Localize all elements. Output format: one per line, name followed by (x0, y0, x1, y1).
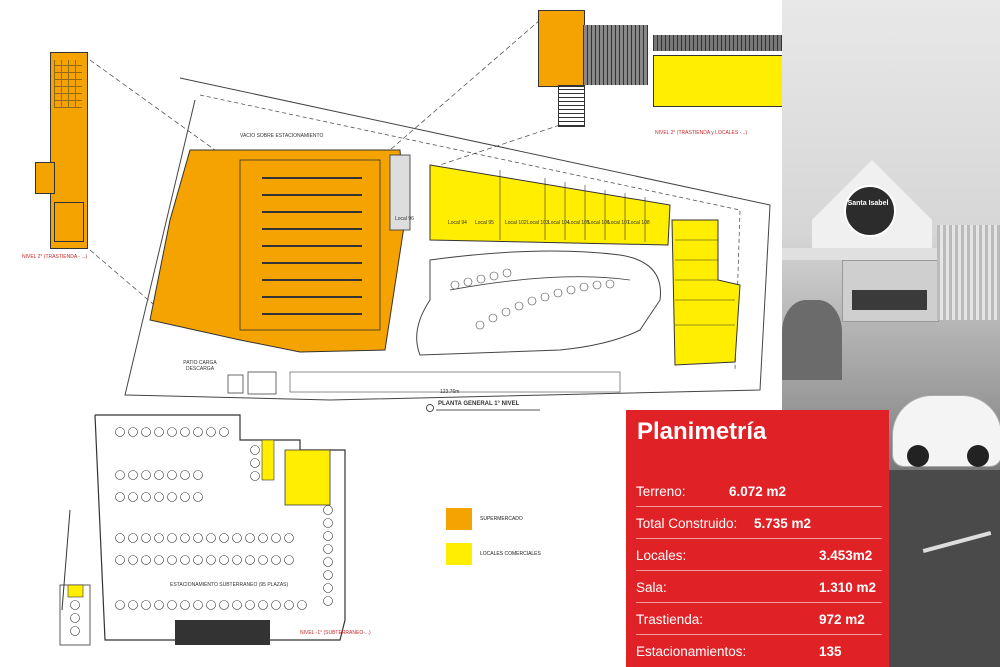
stat-row-sala: Sala: 1.310 m2 (636, 572, 882, 603)
stat-label: Terreno: (636, 484, 686, 499)
stat-row-locales: Locales: 3.453m2 (636, 540, 882, 571)
stat-label: Estacionamientos: (636, 644, 747, 659)
stat-row-total-construido: Total Construido: 5.735 m2 (636, 508, 882, 539)
dimension-label: 123.76m (440, 389, 460, 395)
legend-supermercado-label: SUPERMERCADO (480, 516, 523, 522)
nivel2-top-caption: NIVEL 2° (TRASTIENDA y LOCALES -...) (655, 130, 748, 136)
stat-label: Trastienda: (636, 612, 704, 627)
stat-value: 3.453m2 (819, 548, 873, 563)
nivel2-left-plan (30, 52, 90, 252)
local-label-7: Local 106 (588, 220, 610, 226)
stat-value: 1.310 m2 (819, 580, 877, 595)
local-label-3: Local 102 (505, 220, 527, 226)
local-label-4: Local 103 (527, 220, 549, 226)
nivel2-top-plan (538, 10, 784, 130)
stat-value: 972 m2 (819, 612, 865, 627)
legend-locales-swatch (446, 543, 472, 565)
supermercado-block (149, 149, 406, 353)
local-label-6: Local 105 (568, 220, 590, 226)
main-site-plan (89, 19, 771, 412)
panel-title: Planimetría (637, 418, 767, 445)
stat-value: 5.735 m2 (754, 516, 812, 531)
nivel2-left-caption: NIVEL 2° (TRASTIENDA - ...) (22, 254, 88, 260)
basement-parking-plan (59, 414, 346, 646)
stat-label: Locales: (636, 548, 687, 563)
basement-parking-label: ESTACIONAMIENTO SUBTERRANEO (95 PLAZAS) (170, 582, 289, 588)
locales-block (429, 164, 671, 246)
main-plan-title: PLANTA GENERAL 1° NIVEL (438, 401, 520, 407)
stat-value: 135 (819, 644, 842, 659)
basement-nivel-caption: NIVEL -1° (SUBTERRANEO-...) (300, 630, 371, 636)
stat-row-trastienda: Trastienda: 972 m2 (636, 604, 882, 635)
vacio-label: VACIO SOBRE ESTACIONAMIENTO (240, 133, 324, 139)
local-96-label: Local 96 (395, 216, 414, 222)
planimetria-panel: Planimetría Terreno: 6.072 m2 Total Cons… (626, 410, 889, 667)
stat-row-estacionamientos: Estacionamientos: 135 (636, 636, 882, 666)
stat-value: 6.072 m2 (729, 484, 787, 499)
patio-label: PATIO CARGA DESCARGA (183, 360, 217, 372)
store-sign-text: Santa Isabel (847, 200, 889, 207)
stat-row-terreno: Terreno: 6.072 m2 (636, 476, 882, 507)
local-label-1: Local 94 (448, 220, 467, 226)
local-label-8: Local 107 (608, 220, 630, 226)
legend-locales-label: LOCALES COMERCIALES (480, 551, 541, 557)
local-label-2: Local 95 (475, 220, 494, 226)
local-label-9: Local 108 (628, 220, 650, 226)
stat-label: Sala: (636, 580, 667, 595)
stat-label: Total Construido: (636, 516, 738, 531)
local-label-5: Local 104 (548, 220, 570, 226)
legend-supermercado-swatch (446, 508, 472, 530)
